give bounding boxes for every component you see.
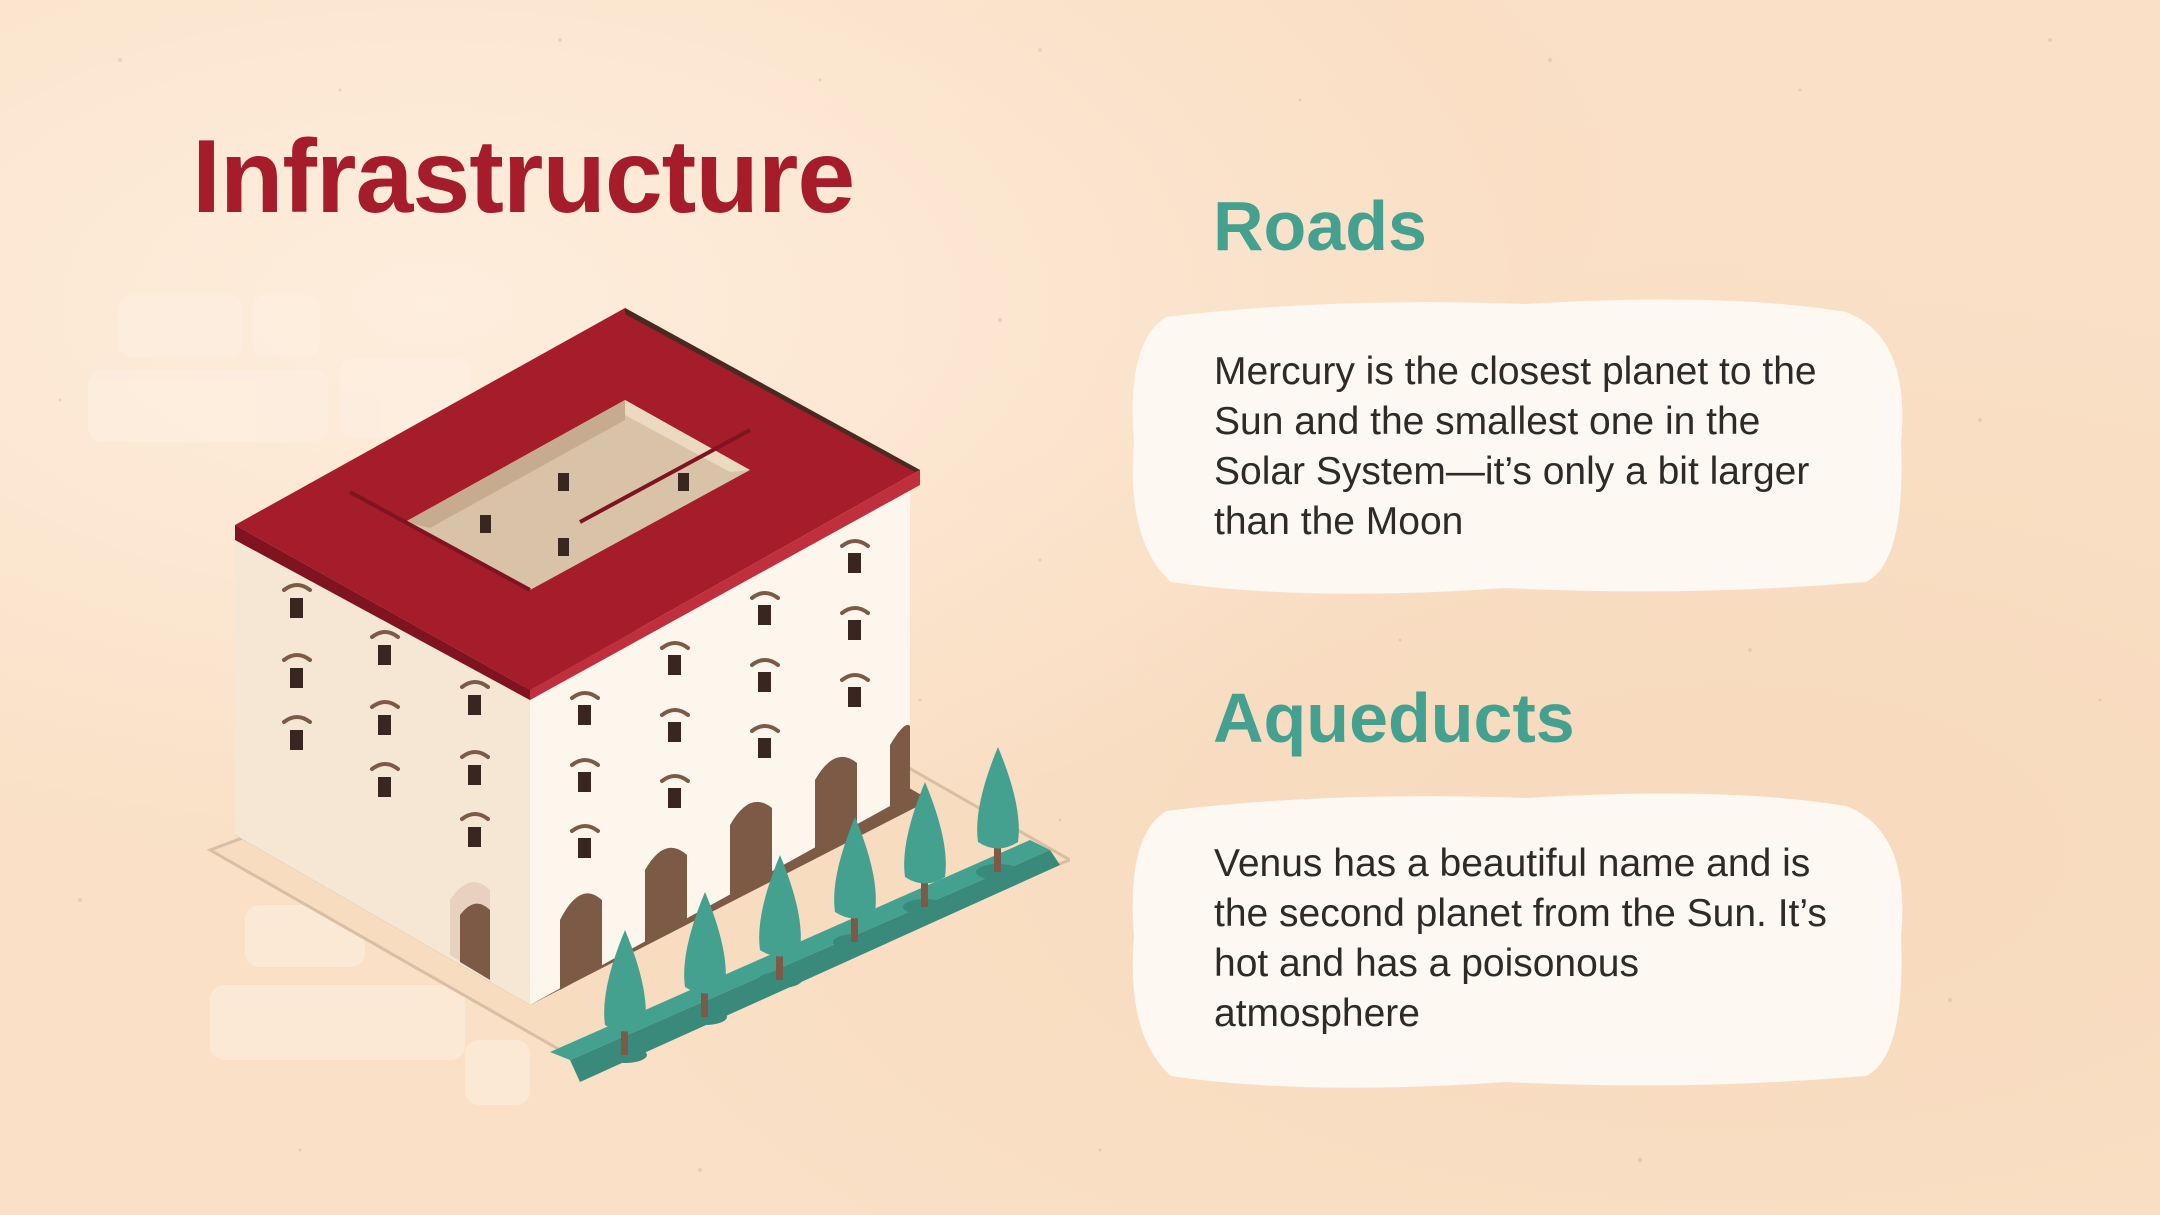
right-wall	[530, 485, 910, 1005]
arches	[560, 724, 910, 990]
aqueducts-description: Venus has a beautiful name and is the se…	[1214, 842, 1827, 1035]
card-shape	[1132, 793, 1903, 1088]
aqueducts-text-card: Venus has a beautiful name and is the se…	[1126, 786, 1906, 1096]
page-title: Infrastructure	[192, 119, 855, 235]
roads-text-card: Mercury is the closest planet to the Sun…	[1126, 292, 1906, 602]
trees	[603, 747, 1020, 1063]
courtyard	[405, 400, 750, 590]
windows-right	[578, 553, 861, 858]
left-wall	[235, 540, 530, 1005]
roads-description: Mercury is the closest planet to the Sun…	[1214, 350, 1817, 543]
building-illustration	[206, 308, 1070, 1082]
windows-left	[290, 598, 481, 847]
section-heading-aqueducts: Aqueducts	[1213, 679, 1575, 757]
card-shape	[1132, 299, 1903, 594]
section-heading-roads: Roads	[1213, 187, 1427, 265]
